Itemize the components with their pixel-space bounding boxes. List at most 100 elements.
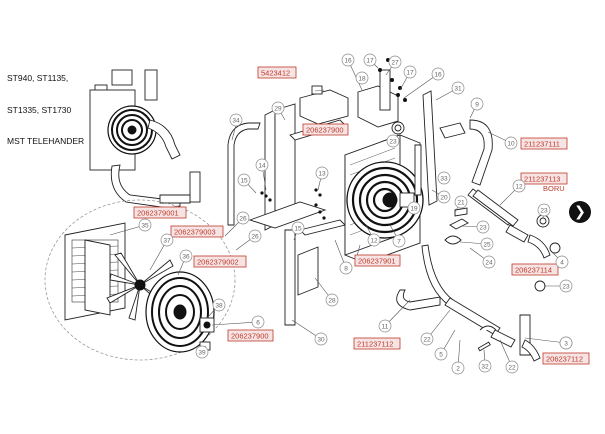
callout: 26 [248,229,262,243]
callout: 23 [476,220,490,234]
callout-number: 37 [163,238,171,245]
callout-number: 27 [391,60,399,67]
callout-balloons: 1 2 4 5 6 7 8 9 10 11 12 13 14 15 16 17 … [138,53,573,375]
callout: 9 [470,97,484,111]
callout: 3 [559,336,573,350]
callout-number: 28 [328,298,336,305]
part-label-text: 211237112 [357,340,393,349]
callout: 39 [195,345,209,359]
part-label-text: 5423412 [261,69,290,78]
callout: 14 [255,158,269,172]
model-line-1: ST940, ST1135, [7,73,69,83]
part-label: 206237901 [354,254,401,267]
part-label-text: 2062379003 [174,228,216,237]
callout-number: 36 [182,254,190,261]
callout: 31 [451,81,465,95]
callout: 16 [431,67,445,81]
callout: 26 [236,211,250,225]
callout: 17 [403,65,417,79]
callout: 30 [314,332,328,346]
callout: 38 [212,298,226,312]
callout-number: 16 [344,58,352,65]
callout: 23 [386,134,400,148]
callout-number: 26 [251,234,259,241]
callout: 23 [559,279,573,293]
callout: 29 [271,101,285,115]
callout-number: 22 [423,337,431,344]
callout-number: 17 [366,58,374,65]
callout-number: 13 [318,171,326,178]
callout: 23 [537,203,551,217]
callout-number: 18 [358,76,366,83]
callout: 35 [138,218,152,232]
part-label-text: 206237900 [231,332,269,341]
callout: 19 [407,201,421,215]
callout-number: 11 [382,324,389,331]
callout-number: 8 [344,266,348,273]
part-label: 2062379002 [193,255,247,268]
part-label: 206237900 [227,329,274,342]
chevron-right-icon[interactable]: ❯ [569,201,591,223]
callout-number: 14 [258,163,266,170]
callout: 24 [482,255,496,269]
part-label: 5423412 [257,66,297,79]
callout-number: 17 [406,70,414,77]
callout-number: 15 [240,178,248,185]
callout-number: 25 [483,242,491,249]
callout-number: 23 [540,208,548,215]
callout: 16 [341,53,355,67]
part-label-text: 211237113 [524,175,560,184]
callout-number: 29 [274,106,282,113]
callout: 22 [505,360,519,374]
callout-number: 30 [317,337,325,344]
callout: 37 [160,233,174,247]
part-label: 2062379001 [133,206,187,219]
callout: 10 [504,136,518,150]
callout-number: 38 [215,303,223,310]
callout: 8 [339,261,353,275]
part-label: 211237113 [520,172,568,185]
main-radiator [344,134,424,264]
callout: 20 [437,190,451,204]
part-label-text: 206237901 [358,257,396,266]
callout-number: 10 [507,141,515,148]
part-label-text: 206237114 [515,266,552,275]
callout-number: 2 [456,366,460,373]
callout-number: 23 [479,225,487,232]
callout-number: 19 [410,206,418,213]
callout-number: 12 [515,184,523,191]
part-label: 211237111 [520,137,568,150]
part-label-text: 206237112 [546,355,583,364]
callout: 33 [437,171,451,185]
callout-number: 35 [141,223,149,230]
callout: 32 [478,359,492,373]
part-label: 206237112 [542,352,590,365]
callout-number: 26 [239,216,247,223]
callout-number: 39 [198,350,206,357]
callout: 13 [315,166,329,180]
part-label: 2062379003 [170,225,224,238]
callout: 34 [229,113,243,127]
callout: 6 [251,315,265,329]
part-label-text: 206237900 [306,126,344,135]
callout-number: 6 [256,320,260,327]
callout-number: 33 [440,176,448,183]
part-label-text: 2062379002 [197,258,239,267]
callout: 2 [451,361,465,375]
callout-number: 22 [508,365,516,372]
callout: 22 [420,332,434,346]
callout-number: 23 [562,284,570,291]
callout-number: 24 [485,260,493,267]
callout: 27 [388,55,402,69]
callout: 18 [355,71,369,85]
small-radiator-assembly [89,69,201,209]
callout: 12 [512,179,526,193]
part-label: 206237114 [511,263,559,276]
callout-number: 23 [389,139,397,146]
part-label-note: BORU [543,184,565,193]
callout-number: 7 [397,239,401,246]
part-label: 206237900 [302,123,349,136]
expansion-tank [299,58,407,135]
model-list: ST940, ST1135, ST1335, ST1730 MST TELEHA… [7,52,84,157]
callout-number: 3 [564,341,568,348]
